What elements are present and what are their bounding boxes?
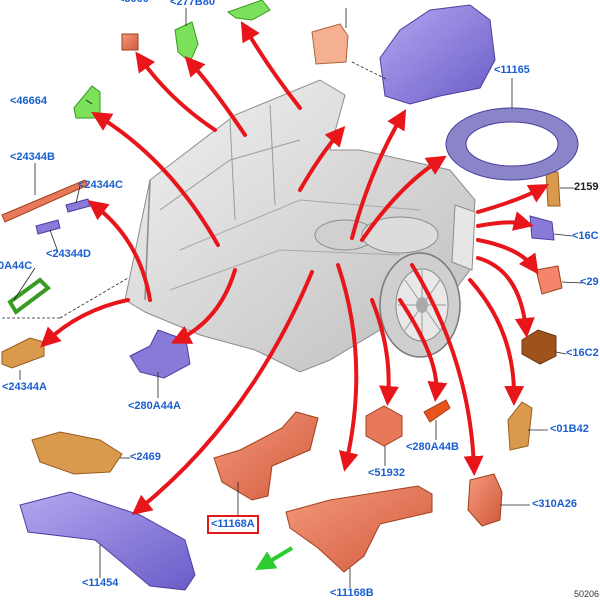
part-24344b-strip: [1, 179, 89, 223]
label-24344a: <24344A: [2, 381, 47, 393]
label-01b42: <01B42: [550, 423, 589, 435]
part-277b80-bracket: [174, 21, 199, 63]
label-11454: <11454: [82, 577, 119, 589]
label-16c: <16C: [572, 230, 599, 242]
part-310a26-bracket: [467, 473, 503, 527]
parts: [1, 0, 579, 591]
part-01b42-bracket: [507, 401, 533, 451]
part-24344c-pad: [65, 198, 91, 213]
part-0a44c-frame: [7, 277, 52, 315]
label-51932: <51932: [368, 467, 406, 479]
leader-lines: [2, 8, 583, 588]
label-2469: <2469: [130, 451, 161, 463]
part-16c2-block: [521, 329, 557, 365]
label-24344b: <24344B: [10, 151, 55, 163]
label-280a44a: <280A44A: [128, 400, 181, 412]
part-red-clip-top: [121, 33, 139, 51]
part-51932-block: [365, 405, 403, 447]
highlight-pointer-arrow: [255, 546, 294, 571]
label-0a44c: 0A44C: [0, 260, 33, 272]
label-16c2: <16C2: [566, 347, 599, 359]
part-wheelhouse-liner: [379, 4, 496, 105]
part-11168a-panel: [213, 411, 319, 501]
part-16c-pad: [529, 215, 555, 241]
label-277b80: <277B80: [170, 0, 215, 8]
part-24344a-block: [1, 337, 45, 369]
label-top-clipped: <5000: [118, 0, 149, 6]
part-green-top-bracket: [226, 0, 271, 21]
part-24344d-pad: [35, 219, 61, 235]
part-29-block: [535, 265, 563, 295]
label-46664: <46664: [10, 95, 48, 107]
explosion-arrows: [40, 21, 550, 516]
label-310a26: <310A26: [532, 498, 577, 510]
part-11168b-panel: [285, 485, 433, 573]
part-46664-bracket: [73, 85, 101, 119]
part-2469-shield: [31, 431, 123, 475]
part-11454-floor-panel: [19, 491, 196, 591]
label-24344c: <24344C: [78, 179, 123, 191]
label-11165: <11165: [494, 64, 530, 76]
label-29: <29: [580, 276, 599, 288]
label-280a44b: <280A44B: [406, 441, 459, 453]
label-2159: 2159: [574, 181, 599, 193]
label-11168a-highlighted: <11168A: [207, 515, 259, 534]
label-11168b: <11168B: [330, 587, 374, 599]
drawing-code: 50206: [574, 589, 600, 599]
part-280a44b-clip: [423, 399, 451, 423]
part-top-block: [311, 23, 349, 65]
part-2159-bracket: [545, 171, 561, 207]
label-24344d: <24344D: [46, 248, 91, 260]
